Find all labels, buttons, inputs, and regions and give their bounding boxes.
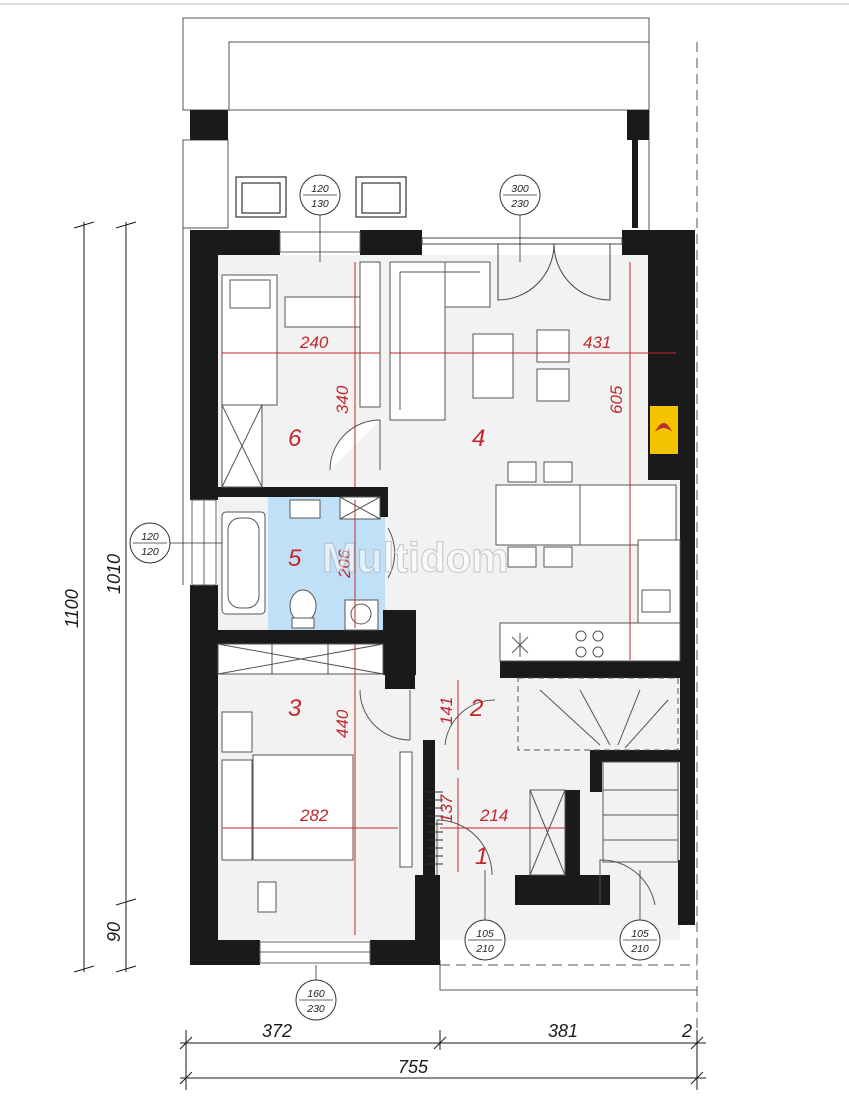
room-number-6: 6 (288, 425, 302, 452)
dim-room6-width: 240 (299, 333, 329, 352)
opening-window-terrace-small: 120 130 (299, 174, 341, 262)
opening-bedroom-window: 160 230 (295, 965, 337, 1021)
opening-label-h: 230 (510, 198, 529, 210)
entry-radiator (427, 791, 443, 865)
dim-bottom-right: 381 (548, 1021, 578, 1041)
dim-room1-length: 137 (437, 794, 456, 823)
kitchen-counter (499, 539, 681, 662)
dim-room5-length: 206 (335, 549, 354, 579)
opening-label-h: 210 (475, 943, 494, 955)
dim-room6-length: 340 (333, 385, 352, 414)
opening-label-h: 210 (630, 943, 649, 955)
opening-label-h: 230 (306, 1003, 325, 1015)
opening-entry-door: 105 210 (464, 870, 506, 961)
dim-overall-height: 1100 (62, 589, 82, 628)
room-number-4: 4 (472, 425, 485, 452)
fireplace (650, 406, 678, 454)
dim-room2-length: 141 (437, 697, 456, 725)
opening-label-w: 300 (511, 183, 529, 195)
dim-room3-length: 440 (333, 709, 352, 738)
walls (190, 110, 695, 965)
dimension-lines (222, 262, 676, 935)
overall-dimension-lines (73, 221, 706, 1090)
opening-bath-window: 120 120 (129, 522, 222, 564)
opening-terrace-door: 300 230 (499, 174, 541, 262)
dim-room3-width: 282 (299, 806, 329, 825)
opening-label-w: 120 (311, 183, 329, 195)
room-number-2: 2 (469, 695, 483, 722)
dim-room4-length: 605 (607, 385, 626, 414)
opening-utility-door: 105 210 (619, 870, 661, 961)
opening-label-w: 105 (476, 928, 494, 940)
living-furniture (389, 261, 677, 568)
bathroom-fixtures (221, 496, 396, 631)
dim-total-width: 755 (398, 1057, 429, 1077)
opening-label-h: 130 (311, 198, 329, 210)
opening-label-w: 105 (631, 928, 649, 940)
watermark-text: Multidom (322, 534, 509, 581)
dim-room4-width: 431 (583, 333, 611, 352)
room6-furniture (221, 261, 381, 488)
room-number-3: 3 (288, 695, 302, 722)
room-number-5: 5 (288, 545, 302, 572)
stairs (436, 677, 679, 906)
dim-bottom-left: 372 (262, 1021, 292, 1041)
dim-terrace-depth: 90 (104, 922, 124, 942)
terrace-chairs (235, 176, 407, 218)
dim-bottom-corner: 2 (681, 1021, 692, 1041)
dim-room1-width: 214 (479, 806, 508, 825)
dim-interior-height: 1010 (104, 554, 124, 594)
opening-label-w: 160 (307, 988, 325, 1000)
opening-label-w: 120 (141, 531, 159, 543)
opening-label-h: 120 (141, 546, 159, 558)
room-number-1: 1 (475, 843, 488, 870)
terrace-door (421, 237, 623, 301)
